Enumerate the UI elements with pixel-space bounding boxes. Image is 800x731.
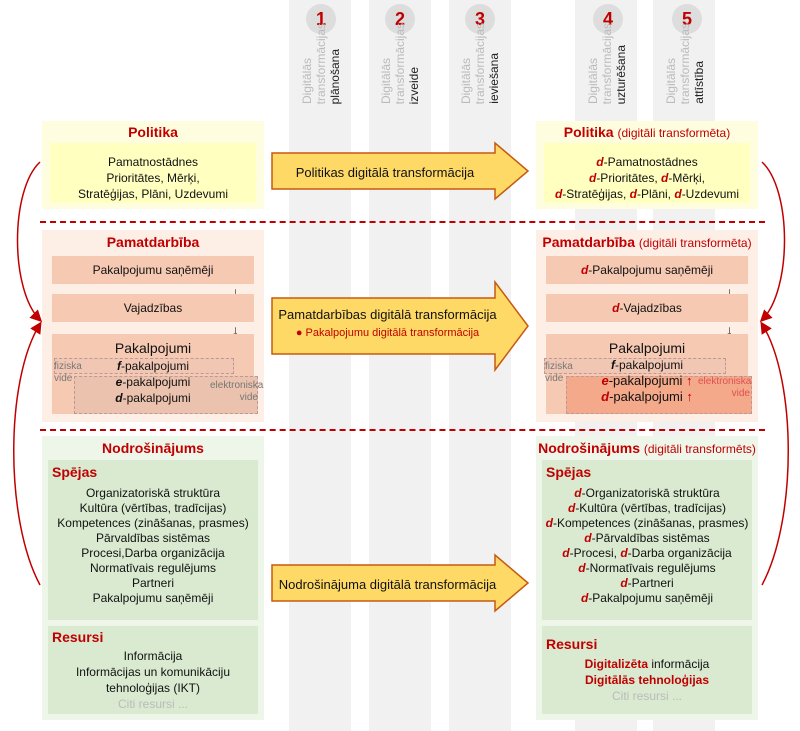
right-receivers-box: d-Pakalpojumu saņēmēji [546,256,748,284]
right-politika-panel: Politika (digitāli transformēta) d-Pamat… [536,121,758,209]
left-nodrosinajums-title: Nodrošinājums [102,440,204,456]
left-pamatdarbiba-panel: Pamatdarbība Pakalpojumu saņēmēji ↓ Vaja… [42,230,264,422]
arrow-politika [271,141,530,201]
right-nodrosinajums-panel: Nodrošinājums (digitāli transformēts) Sp… [536,436,758,720]
left-needs-box: Vajadzības [52,294,254,322]
left-spejas-title: Spējas [52,464,98,480]
separator-1 [40,221,765,223]
separator-2 [40,429,765,431]
arrow-politika-label: Politikas digitālā transformācija [295,165,475,180]
right-service-types: f-pakalpojumi e-pakalpojumi ↑ d-pakalpoj… [601,358,693,404]
left-politika-lines: Pamatnostādnes Prioritātes, Mērķi, Strat… [77,155,229,201]
left-resursi-list: Informācija Informācijas un komunikāciju… [75,649,231,711]
arrow-pamatdarbiba [271,280,529,372]
arrow-pamatdarbiba-label: Pamatdarbības digitālā transformācija [278,307,497,322]
left-spejas-list: Organizatoriskā struktūra Kultūra (vērtī… [57,486,249,605]
left-receivers-box: Pakalpojumu saņēmēji [52,256,254,284]
right-politika-lines: d-Pamatnostādnes d-Prioritātes, d-Mērķi,… [554,155,740,201]
stage-band-3 [449,0,511,731]
feedback-arrow-right-bottom [760,321,789,586]
stage-number-3: 3 [465,4,495,34]
feedback-arrow-right-top [759,161,786,323]
right-needs-box: d-Vajadzības [546,294,748,322]
stage-number-4: 4 [593,4,623,34]
stage-band-1 [289,0,351,731]
right-pamatdarbiba-panel: Pamatdarbība (digitāli transformēta) d-P… [536,230,758,422]
left-services-title: Pakalpojumi [114,340,192,356]
right-pamatdarbiba-title: Pamatdarbība (digitāli transformēta) [542,234,752,250]
left-politika-panel: Politika Pamatnostādnes Prioritātes, Mēr… [42,121,264,209]
right-services-title: Pakalpojumi [608,340,686,356]
right-spejas-list: d-Organizatoriskā struktūra d-Kultūra (v… [545,486,749,605]
feedback-arrow-left-bottom [13,321,42,586]
left-resursi-title: Resursi [52,629,104,645]
feedback-arrow-left-top [16,161,43,323]
arrow-nodrosinajums [271,553,530,613]
stage-number-2: 2 [385,4,415,34]
right-politika-title: Politika (digitāli transformēta) [563,124,731,140]
left-pamatdarbiba-title: Pamatdarbība [106,234,200,250]
stage-band-2 [369,0,431,731]
right-resursi-list: Digitalizēta informācija Digitālās tehno… [584,657,710,703]
right-resursi-title: Resursi [546,636,598,652]
arrow-pamatdarbiba-sublabel: ● Pakalpojumu digitālā transformācija [295,327,480,339]
right-nodrosinajums-title: Nodrošinājums (digitāli transformēts) [538,440,756,456]
right-spejas-title: Spējas [546,464,592,480]
stage-number-5: 5 [672,4,702,34]
arrow-nodrosinajums-label: Nodrošinājuma digitālā transformācija [278,577,497,592]
stage-number-1: 1 [306,4,336,34]
left-nodrosinajums-panel: Nodrošinājums Spējas Organizatoriskā str… [42,436,264,720]
left-politika-title: Politika [128,124,178,140]
left-service-types: f-pakalpojumi e-pakalpojumi d-pakalpojum… [115,359,191,405]
